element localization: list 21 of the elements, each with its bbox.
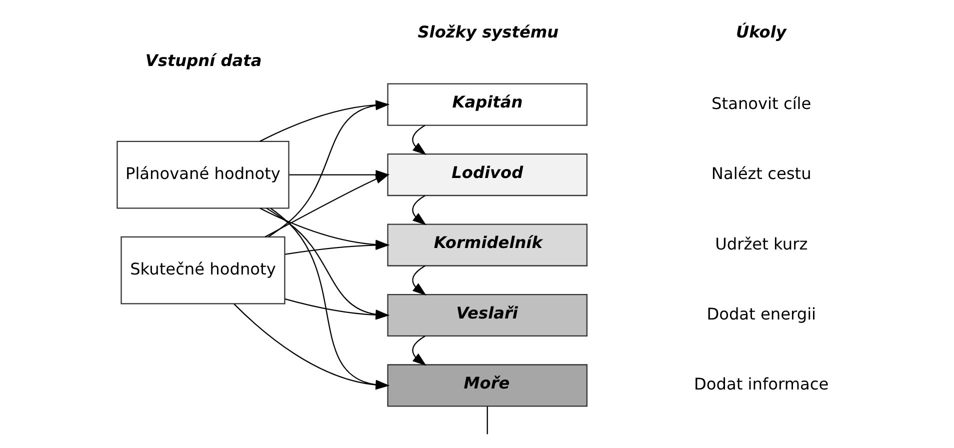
node-box: Moře [387, 364, 588, 406]
label: Dodat informace [694, 374, 829, 394]
label: Složky systému [418, 22, 559, 41]
connector [486, 406, 488, 434]
label: Dodat energii [706, 304, 816, 324]
node-box: Lodivod [387, 153, 588, 196]
node-box: Kormidelník [387, 223, 588, 266]
arrow [412, 194, 426, 225]
label: Nalézt cestu [711, 164, 812, 183]
arrow [412, 335, 426, 366]
label: Úkoly [736, 22, 786, 41]
node-box: Veslaři [387, 293, 588, 336]
arrow [412, 124, 426, 154]
label: Vstupní data [145, 50, 262, 70]
arrow [412, 264, 426, 295]
label: Udržet kurz [715, 234, 808, 253]
node-box: Kapitán [387, 82, 588, 126]
node-box: Skutečné hodnoty [120, 236, 286, 304]
node-box: Plánované hodnoty [116, 140, 290, 208]
label: Stanovit cíle [712, 93, 812, 112]
arrow [264, 174, 390, 237]
